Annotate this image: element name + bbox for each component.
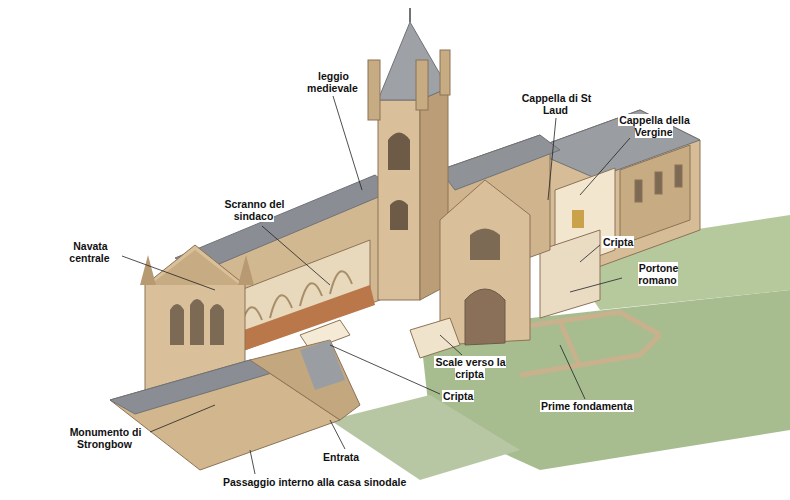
part-label-box: Cripta [602, 236, 646, 248]
part-label: Passaggio interno alla casa sinodale [222, 476, 407, 488]
part-label-box: Monumento di Strongbow [58, 426, 152, 450]
part-label: Prime fondamenta [540, 400, 634, 412]
part-label: Cripta [442, 390, 474, 402]
part-label: leggio medievale [307, 70, 359, 94]
tower-windows [388, 133, 410, 231]
part-label-box: Entrata [322, 451, 382, 463]
part-label: Entrata [322, 451, 360, 463]
part-label-box: Portone romano [622, 262, 694, 286]
part-label: Cripta [602, 236, 634, 248]
nave-arches [240, 271, 352, 330]
part-label-box: Cappella di St Laud [518, 92, 594, 116]
transept-window [470, 229, 500, 261]
part-label-box: Cappella della Vergine [612, 114, 696, 138]
turrets [368, 50, 450, 120]
romanesque-door [465, 289, 505, 345]
pinnacle [140, 255, 156, 285]
tower-front [378, 100, 420, 300]
part-label-box: leggio medievale [300, 70, 366, 94]
pinnacle [238, 255, 254, 285]
chapel-windows [635, 165, 682, 202]
part-label-box: Passaggio interno alla casa sinodale [222, 476, 472, 488]
facade-windows [170, 299, 224, 345]
part-label-box: Cripta [442, 390, 486, 402]
chapel-side [620, 145, 690, 245]
part-label-box: Scale verso la cripta [430, 356, 510, 380]
part-label: Monumento di Strongbow [69, 426, 142, 450]
spire [378, 22, 448, 100]
part-label: Navata centrale [69, 240, 110, 264]
part-label: Portone romano [638, 262, 679, 286]
part-label: Scale verso la cripta [434, 356, 505, 380]
choir-roof [440, 135, 560, 190]
altar [572, 210, 584, 228]
crypt-stairs [410, 318, 460, 358]
part-label: Cappella della Vergine [618, 114, 690, 138]
leader-lines [122, 96, 630, 474]
finial [409, 8, 411, 22]
transept [440, 180, 530, 345]
part-label: Scranno del sindaco [223, 198, 284, 222]
part-label-box: Navata centrale [58, 240, 122, 264]
part-label-box: Scranno del sindaco [214, 198, 294, 222]
porch-roof [300, 340, 345, 390]
gable [150, 250, 240, 285]
lawn [330, 395, 520, 480]
part-label-box: Prime fondamenta [540, 400, 660, 412]
passage-roof [110, 360, 275, 414]
porch [250, 340, 360, 420]
part-label: Cappella di St Laud [521, 92, 591, 116]
